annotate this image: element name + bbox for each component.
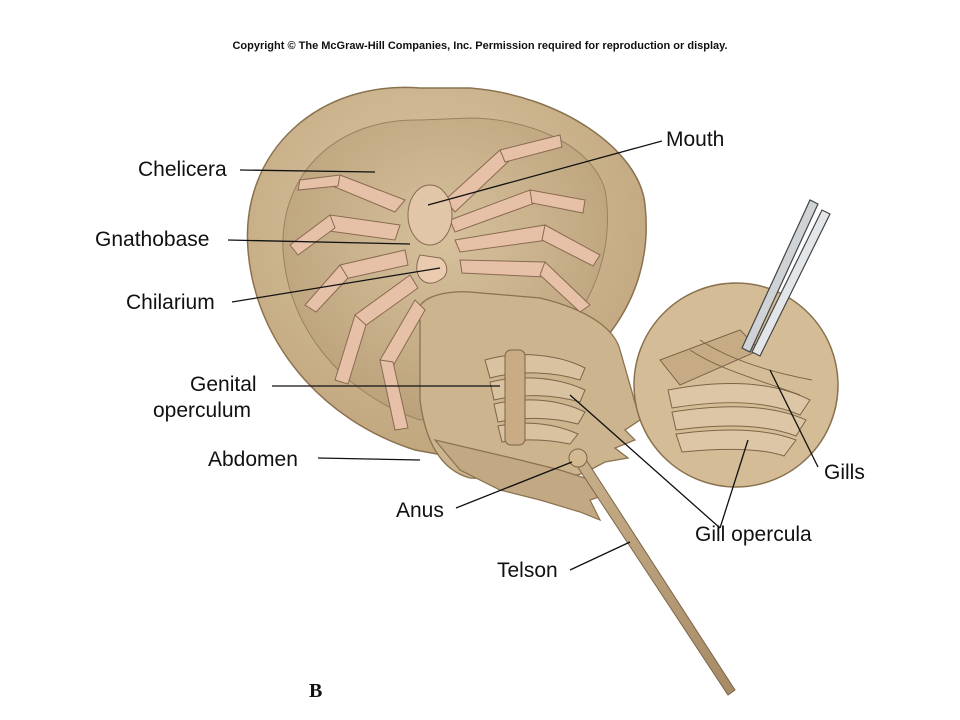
label-anus: Anus (396, 499, 444, 522)
label-gill-opercula: Gill opercula (695, 523, 812, 546)
label-chelicera: Chelicera (138, 158, 227, 181)
label-mouth: Mouth (666, 128, 725, 151)
mouth-region (407, 184, 453, 246)
genital-operculum (504, 349, 526, 446)
label-telson: Telson (497, 559, 558, 582)
label-operculum: operculum (153, 399, 252, 422)
telson-shape (572, 454, 736, 696)
copyright-notice: Copyright © The McGraw-Hill Companies, I… (232, 40, 728, 52)
figure-letter: B (309, 680, 323, 702)
label-genital: Genital (190, 373, 257, 396)
abdomen-lower (433, 439, 607, 522)
label-gills: Gills (824, 461, 865, 484)
label-abdomen: Abdomen (208, 448, 298, 471)
anus-knob (568, 448, 588, 468)
legs-left (289, 174, 426, 431)
leader-lines (227, 140, 819, 571)
label-gnathobase: Gnathobase (95, 228, 210, 251)
gill-inset (633, 282, 839, 488)
legs-right (444, 134, 601, 313)
label-chilarium: Chilarium (126, 291, 215, 314)
forceps-icon (741, 199, 831, 357)
